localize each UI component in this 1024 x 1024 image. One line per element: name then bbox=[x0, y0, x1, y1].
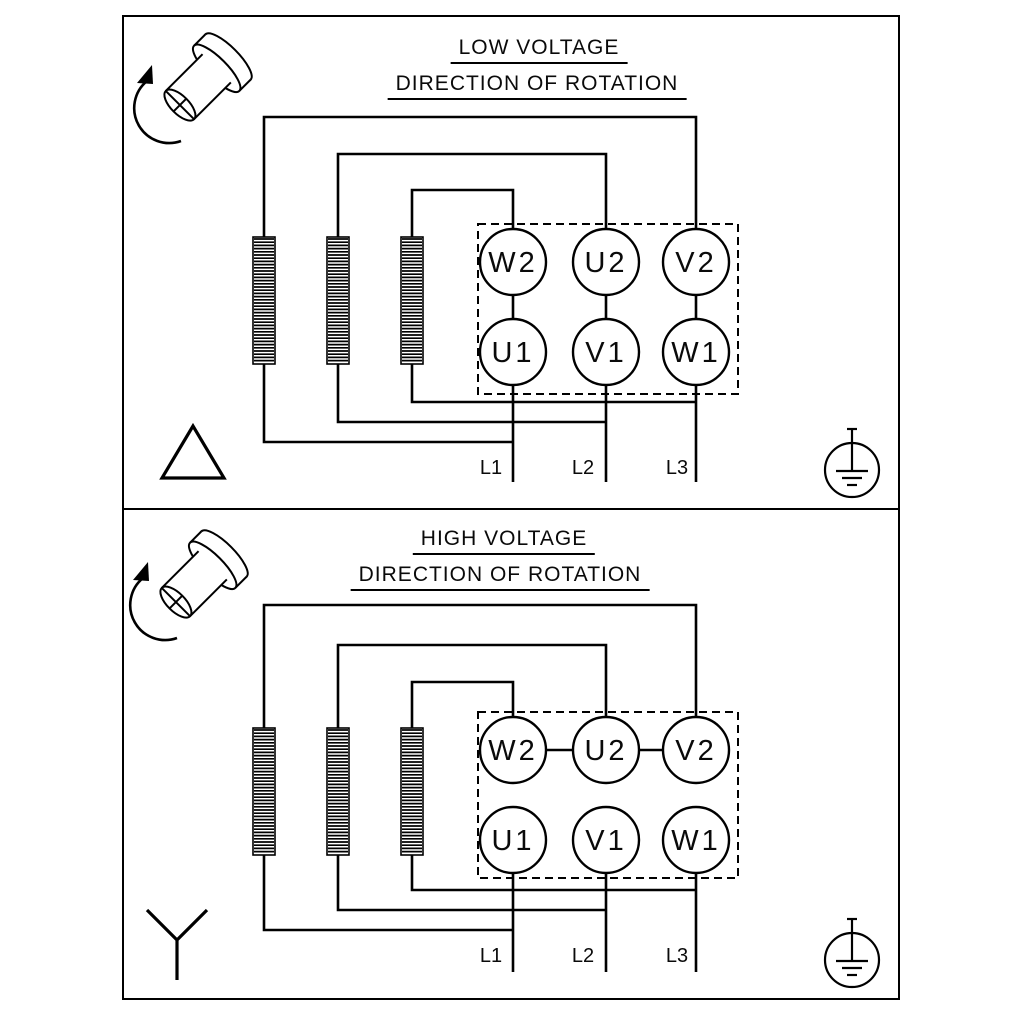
shaft-rotation-icon bbox=[132, 32, 253, 145]
high-voltage-subtitle-text: DIRECTION OF ROTATION bbox=[350, 563, 650, 591]
rotation-arrow-arc bbox=[132, 79, 182, 145]
terminal-W1-label: W1 bbox=[671, 337, 721, 369]
protective-earth-ground-icon bbox=[823, 427, 881, 499]
supply-drop-lines bbox=[511, 385, 698, 482]
high-voltage-title: HIGH VOLTAGE bbox=[412, 527, 596, 555]
winding-coil-1 bbox=[252, 727, 276, 856]
delta-symbol bbox=[159, 422, 227, 480]
terminal-W2-label: W2 bbox=[488, 735, 538, 767]
terminal-U1: U1 bbox=[478, 317, 548, 387]
coil-top-wires bbox=[262, 603, 698, 728]
rotation-arrow-head bbox=[137, 65, 153, 84]
terminal-W1-label: W1 bbox=[671, 825, 721, 857]
terminal-U2: U2 bbox=[571, 227, 641, 297]
rotation-arrow-arc bbox=[128, 576, 178, 642]
high-voltage-panel: HIGH VOLTAGE DIRECTION OF ROTATION bbox=[122, 510, 900, 1000]
supply-drop-lines bbox=[511, 873, 698, 972]
terminal-V2-label: V2 bbox=[675, 247, 716, 279]
delta-terminal-jumpers bbox=[511, 295, 698, 319]
winding-coil-2 bbox=[326, 236, 350, 365]
low-voltage-subtitle: DIRECTION OF ROTATION bbox=[387, 72, 687, 100]
low-voltage-subtitle-text: DIRECTION OF ROTATION bbox=[387, 72, 687, 100]
winding-coil-2 bbox=[326, 727, 350, 856]
low-voltage-title: LOW VOLTAGE bbox=[450, 36, 628, 64]
terminal-W2: W2 bbox=[478, 715, 548, 785]
coil-bottom-wires bbox=[262, 364, 696, 444]
terminal-board-outline bbox=[477, 711, 739, 879]
terminal-U1: U1 bbox=[478, 805, 548, 875]
protective-earth-ground-icon bbox=[823, 917, 881, 989]
terminal-W1: W1 bbox=[661, 317, 731, 387]
low-voltage-title-text: LOW VOLTAGE bbox=[450, 36, 628, 64]
terminal-board-outline bbox=[477, 223, 739, 395]
high-voltage-diagram: W2 U2 V2 U1 V1 W1 L1 bbox=[128, 529, 881, 989]
terminal-W1: W1 bbox=[661, 805, 731, 875]
winding-coil-3 bbox=[400, 236, 424, 365]
supply-label-L3: L3 bbox=[666, 945, 688, 967]
supply-label-L1: L1 bbox=[480, 457, 502, 479]
supply-label-L2: L2 bbox=[572, 457, 594, 479]
high-voltage-title-text: HIGH VOLTAGE bbox=[412, 527, 596, 555]
supply-label-L2: L2 bbox=[572, 945, 594, 967]
terminal-W2: W2 bbox=[478, 227, 548, 297]
terminal-V2-label: V2 bbox=[675, 735, 716, 767]
winding-coil-1 bbox=[252, 236, 276, 365]
supply-label-L1: L1 bbox=[480, 945, 502, 967]
shaft-rotation-icon bbox=[128, 529, 249, 642]
coil-top-wires bbox=[262, 115, 698, 237]
terminal-U2-label: U2 bbox=[584, 735, 627, 767]
high-voltage-subtitle: DIRECTION OF ROTATION bbox=[350, 563, 650, 591]
star-symbol bbox=[145, 908, 209, 980]
terminal-V1-label: V1 bbox=[585, 825, 626, 857]
winding-coil-3 bbox=[400, 727, 424, 856]
terminal-U1-label: U1 bbox=[491, 337, 534, 369]
rotation-arrow-head bbox=[133, 562, 149, 581]
terminal-U2: U2 bbox=[571, 715, 641, 785]
terminal-V1: V1 bbox=[571, 317, 641, 387]
terminal-W2-label: W2 bbox=[488, 247, 538, 279]
motor-shaft bbox=[163, 32, 253, 122]
terminal-U2-label: U2 bbox=[584, 247, 627, 279]
terminal-V1-label: V1 bbox=[585, 337, 626, 369]
supply-label-L3: L3 bbox=[666, 457, 688, 479]
terminal-U1-label: U1 bbox=[491, 825, 534, 857]
motor-shaft bbox=[159, 529, 249, 619]
terminal-V1: V1 bbox=[571, 805, 641, 875]
terminal-V2: V2 bbox=[661, 227, 731, 297]
coil-bottom-wires bbox=[262, 855, 696, 932]
low-voltage-panel: LOW VOLTAGE DIRECTION OF ROTATION bbox=[122, 15, 900, 510]
terminal-V2: V2 bbox=[661, 715, 731, 785]
low-voltage-diagram: W2 U2 V2 U1 V1 W1 L1 bbox=[132, 32, 881, 499]
